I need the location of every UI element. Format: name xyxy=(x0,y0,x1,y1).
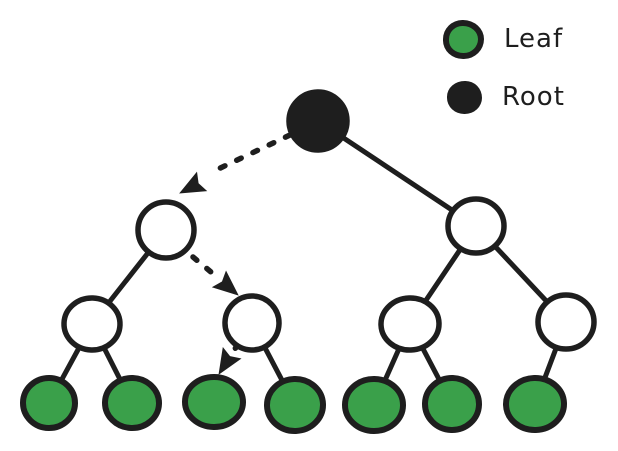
tree-node-leaf5-leaf xyxy=(342,375,406,435)
legend-label-leaf: Leaf xyxy=(504,24,564,54)
legend-item-leaf: Leaf xyxy=(443,19,563,59)
tree-node-leaf7-leaf xyxy=(503,374,567,434)
arrowhead-icon-leaf3 xyxy=(218,346,242,375)
tree-node-root-root xyxy=(286,89,350,153)
dotted-arrow-n-l-n-lr xyxy=(190,254,214,275)
tree-node-n-l-internal xyxy=(135,199,197,261)
tree-node-n-ll-internal xyxy=(61,295,123,353)
tree-node-n-r-internal xyxy=(445,196,507,256)
legend-label-root: Root xyxy=(502,82,565,112)
tree-node-leaf4-leaf xyxy=(264,375,326,435)
leaf-node-icon xyxy=(443,19,484,59)
tree-node-leaf1-leaf xyxy=(20,374,78,432)
root-node-icon xyxy=(447,80,482,114)
tree-node-n-rr-internal xyxy=(535,292,597,352)
arrowhead-icon-n-lr xyxy=(211,270,239,296)
tree-node-n-lr-internal xyxy=(222,293,282,353)
tree-node-leaf3-leaf xyxy=(182,373,246,431)
tree-node-leaf2-leaf xyxy=(102,374,162,432)
tree-node-leaf6-leaf xyxy=(422,374,482,434)
arrowhead-icon-n-l xyxy=(179,171,208,194)
dotted-arrow-root-n-l xyxy=(211,132,293,174)
tree-node-n-rl-internal xyxy=(378,295,442,353)
legend-item-root: Root xyxy=(447,77,565,117)
